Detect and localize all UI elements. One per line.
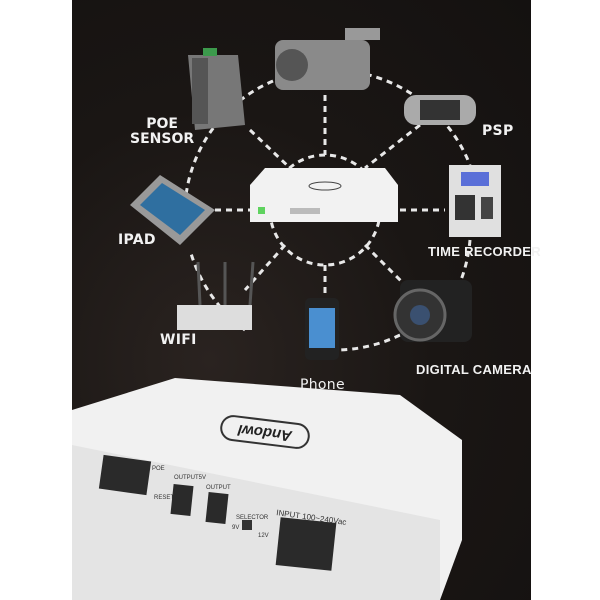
cctv-camera-image: [275, 28, 380, 90]
outer-ring-arc: [188, 249, 246, 332]
link-psp: [364, 123, 421, 170]
wifi-router-image: [177, 261, 255, 330]
label-psp: PSP: [482, 123, 514, 139]
outer-ring-arc: [329, 333, 401, 352]
label-wifi: WIFI: [160, 332, 197, 348]
label-ipad: IPAD: [118, 232, 156, 248]
link-poe: [248, 128, 292, 170]
reset-label: RESET: [154, 495, 175, 501]
output5v-label: OUTPUT5V: [174, 475, 207, 481]
label-digital-camera: DIGITAL CAMERA: [416, 362, 532, 377]
selector-label: SELECTOR: [236, 515, 269, 521]
phone-image: [305, 298, 339, 360]
poe-port-label: POE: [152, 466, 165, 472]
center-power-unit: [250, 168, 398, 222]
output-label: OUTPUT: [206, 485, 231, 491]
label-poe-sensor: POE SENSOR: [130, 116, 195, 147]
selector-9v-label: 9V: [232, 525, 240, 531]
digital-camera-image: [393, 280, 472, 342]
poster-background: Andowl POE RESET OUTPUT5V OUTPUT SELECTO…: [72, 0, 531, 600]
label-phone: Phone: [300, 377, 345, 393]
connection-diagram: [72, 28, 501, 600]
psp-image: [404, 95, 476, 125]
label-time-recorder: TIME RECORDER: [428, 244, 541, 259]
power-unit-closeup: [72, 378, 462, 600]
time-recorder-image: [449, 165, 501, 237]
poe-switch-image: [188, 48, 245, 130]
selector-12v-label: 12V: [258, 533, 269, 539]
ipad-image: [130, 175, 215, 245]
